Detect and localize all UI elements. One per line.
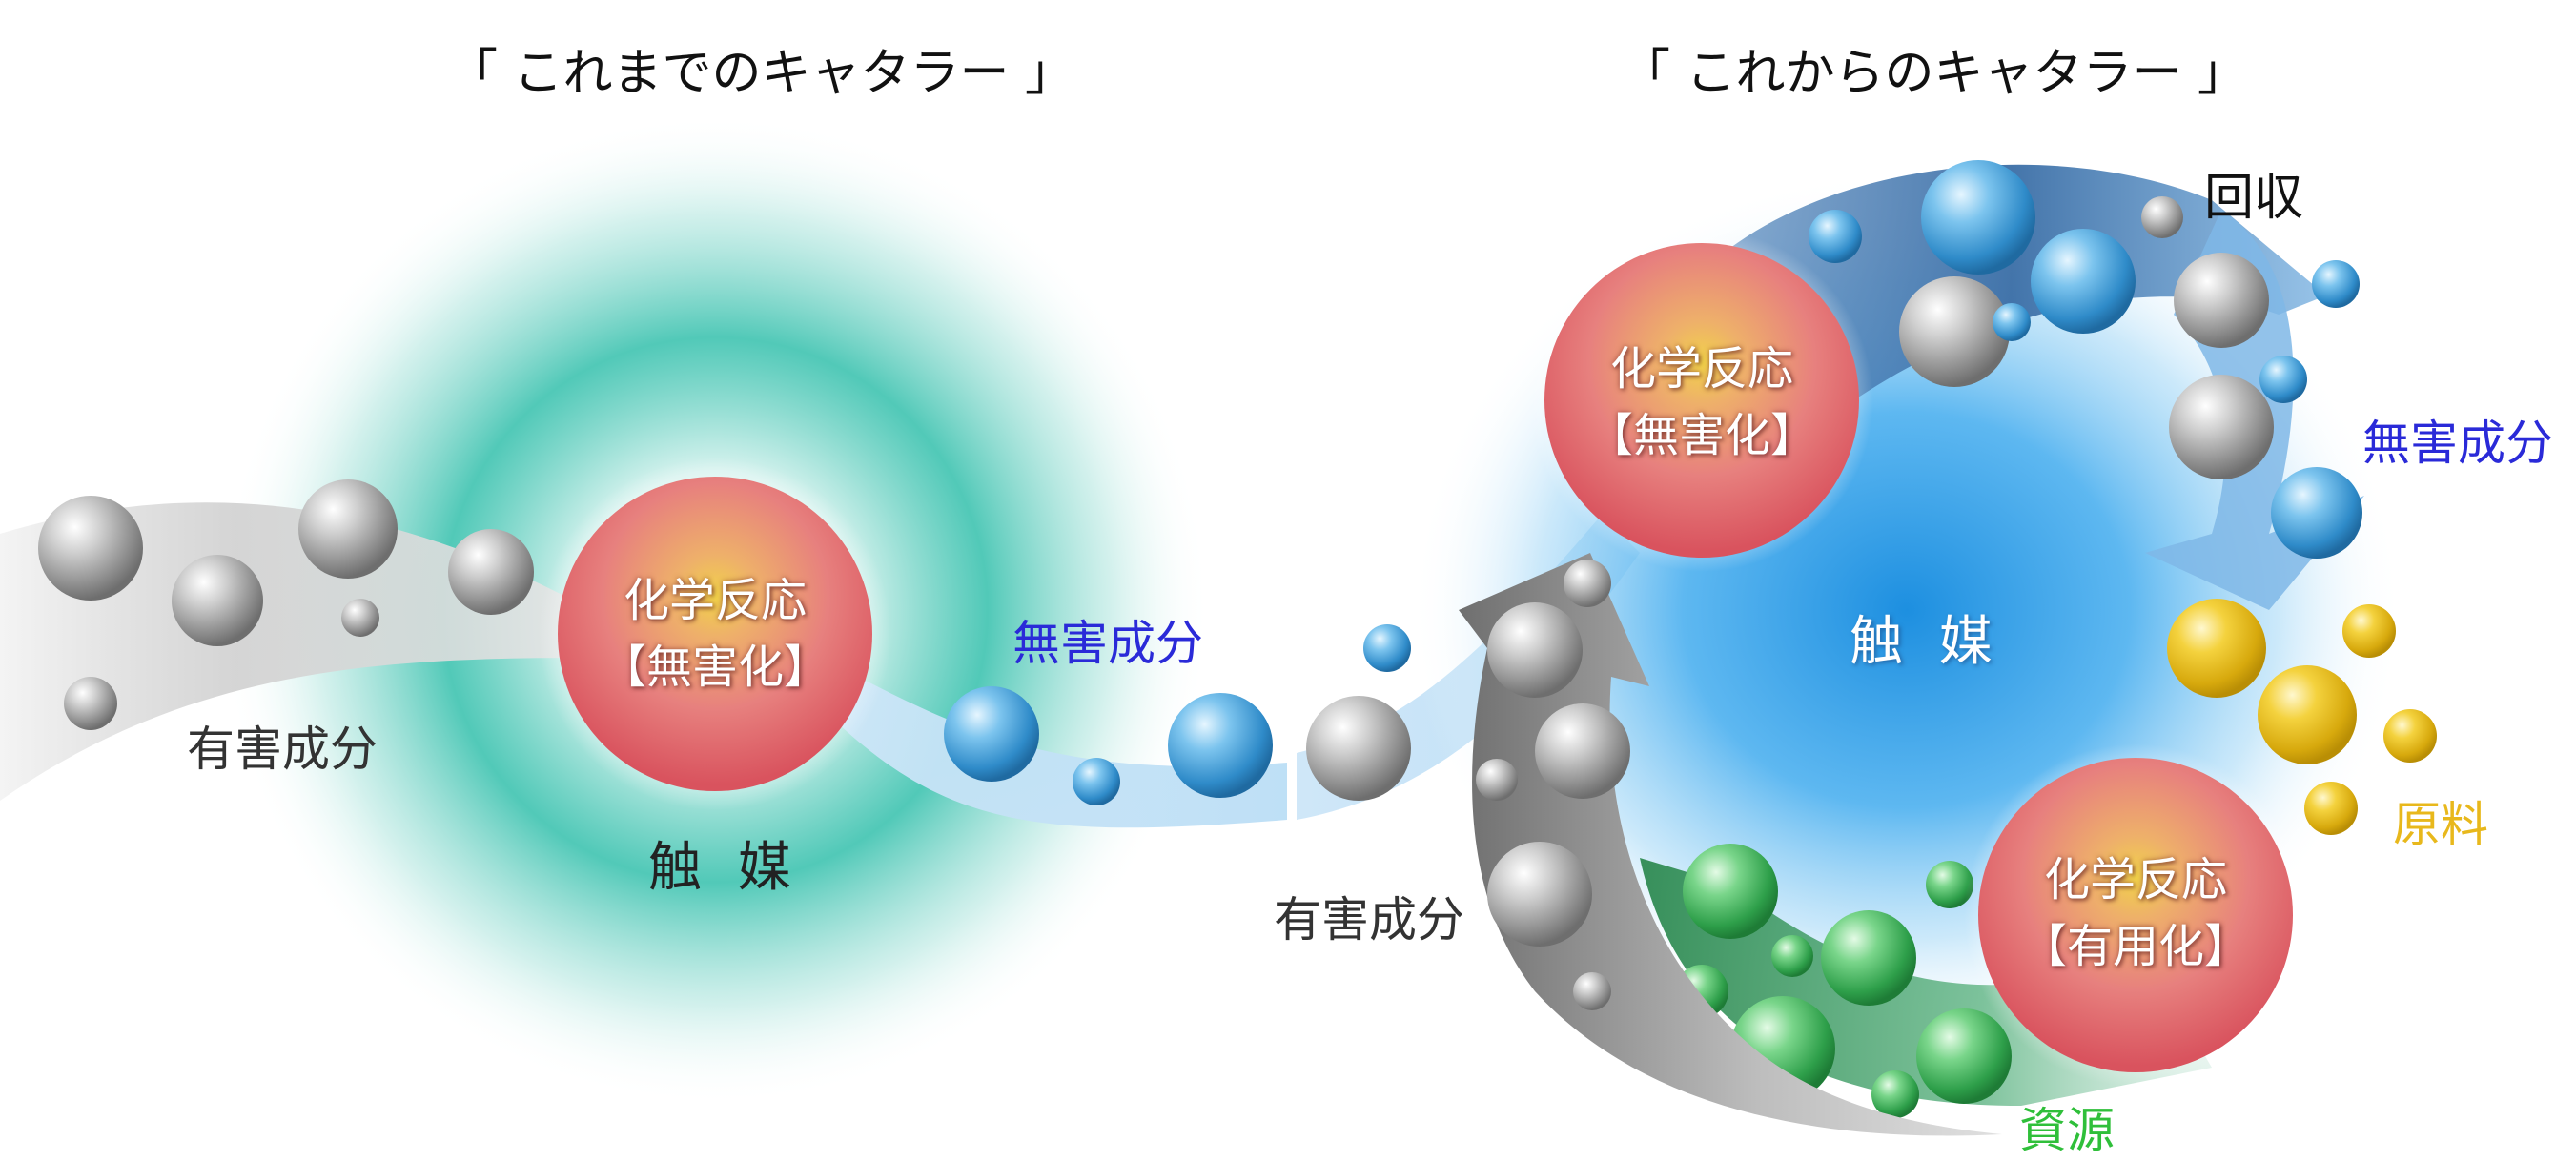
harmless-particle [1921, 160, 2035, 275]
resource-particle [1926, 861, 1973, 908]
harmless-particle [2259, 356, 2307, 403]
harmful-particle [2169, 375, 2274, 479]
right-harmless-label: 無害成分 [2362, 416, 2553, 471]
right-top-node-label: 化学反応 【無害化】 [1559, 336, 1845, 469]
harmful-particle [1535, 703, 1630, 799]
harmless-particle [2031, 229, 2136, 334]
harmful-particle [448, 529, 534, 615]
harmless-particle [1363, 624, 1411, 672]
left-node-line2: 【無害化】 [600, 641, 829, 694]
raw-material-particle [2304, 782, 2358, 835]
harmful-particle [1573, 972, 1611, 1010]
harmless-particle [1993, 303, 2031, 341]
resource-particle [1683, 844, 1778, 939]
right-catalyst-label: 触 媒 [1850, 611, 2002, 673]
harmful-particle [2174, 253, 2269, 348]
harmful-particle [1306, 696, 1411, 801]
harmless-particle [944, 686, 1039, 782]
raw-material-particle [2342, 604, 2396, 658]
right-top-node-line1: 化学反応 [1609, 342, 1793, 396]
harmful-particle [1487, 842, 1592, 947]
right-harmful-label: 有害成分 [1274, 892, 1464, 947]
harmless-particle [1073, 758, 1120, 805]
left-node-line1: 化学反応 [623, 574, 807, 627]
harmless-particle [1168, 693, 1273, 798]
harmless-particle [2312, 260, 2360, 308]
left-harmful-band [0, 502, 591, 801]
raw-material-particle [2258, 665, 2357, 764]
right-bottom-node-line1: 化学反応 [2043, 853, 2227, 906]
harmful-particle [172, 555, 263, 646]
harmful-particle [1899, 276, 2010, 387]
resource-particle [1916, 1008, 2012, 1104]
left-harmful-label: 有害成分 [187, 722, 378, 777]
resource-particle [1771, 935, 1813, 977]
right-bottom-node-line2: 【有用化】 [2020, 920, 2250, 973]
resource-particle [1871, 1070, 1919, 1118]
raw-material-particle [2383, 709, 2437, 763]
collect-label: 回収 [2204, 170, 2304, 227]
harmless-particle [2271, 467, 2362, 559]
title-after: 「 これからのキャタラー 」 [1621, 45, 2248, 102]
harmful-particle [1564, 560, 1611, 607]
raw-material-particle [2167, 599, 2266, 698]
harmless-particle [1809, 210, 1862, 263]
resource-label: 資源 [2019, 1103, 2115, 1158]
harmful-particle [1476, 759, 1518, 801]
left-reaction-node [558, 477, 872, 791]
harmful-particle [2141, 196, 2183, 238]
harmful-particle [38, 496, 143, 601]
left-catalyst-label: 触 媒 [648, 837, 801, 899]
right-bottom-reaction-node [1978, 758, 2293, 1072]
right-top-node-line2: 【無害化】 [1586, 409, 1816, 462]
left-harmless-label: 無害成分 [1012, 616, 1203, 671]
raw-material-label: 原料 [2393, 797, 2488, 852]
right-bottom-node-label: 化学反応 【有用化】 [1993, 846, 2279, 980]
harmful-particle [298, 479, 398, 579]
right-top-reaction-node [1544, 243, 1859, 558]
harmful-particle [64, 677, 117, 730]
harmful-particle [341, 599, 379, 637]
left-node-label: 化学反応 【無害化】 [572, 567, 858, 701]
harmful-particle [1487, 602, 1583, 698]
left-output-band [839, 667, 1287, 828]
resource-particle [1821, 910, 1916, 1006]
title-before: 「 これまでのキャタラー 」 [448, 45, 1075, 102]
